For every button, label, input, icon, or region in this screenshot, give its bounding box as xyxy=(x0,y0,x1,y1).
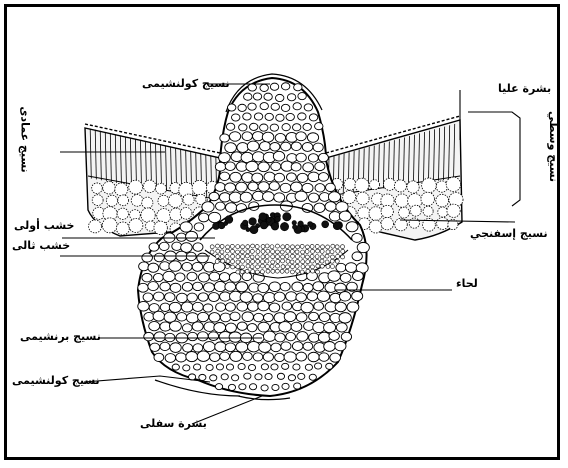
label-collenchyma-top: نسيج كولنشيمى xyxy=(142,77,230,90)
midrib xyxy=(138,74,370,400)
label-collenchyma-bottom: نسيج كولنشيمى xyxy=(12,374,100,387)
label-phloem: لحاء xyxy=(456,277,478,290)
label-parenchyma: نسيج برنشيمى xyxy=(20,330,101,343)
label-palisade: نسيج عمادى xyxy=(19,106,32,172)
label-upper-epidermis: بشرة عليا xyxy=(498,82,551,95)
label-spongy: نسيج إسفنجي xyxy=(470,227,548,240)
label-lower-epidermis: بشرة سفلى xyxy=(140,417,207,430)
label-metaxylem: خشب ثالى xyxy=(12,239,70,252)
label-mesophyll: نسيج وسطي xyxy=(547,111,560,182)
label-protoxylem: خشب أولى xyxy=(14,219,74,232)
